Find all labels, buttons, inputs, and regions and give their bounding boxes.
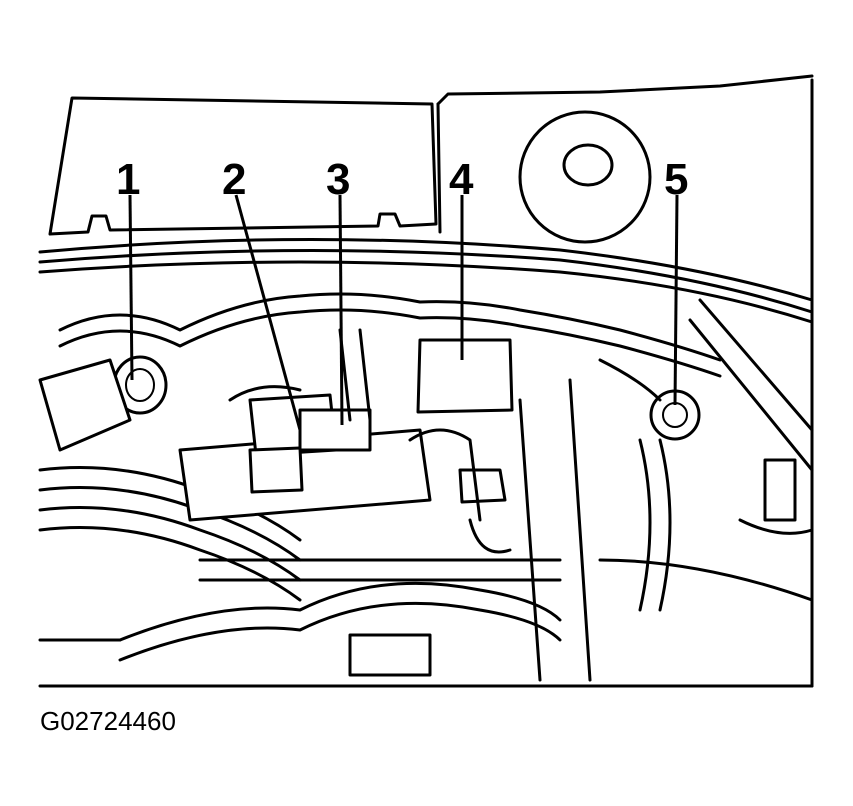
figure-id: G02724460: [40, 706, 176, 736]
callout-label-4: 4: [449, 155, 474, 204]
callout-label-1: 1: [116, 155, 140, 204]
callout-label-3: 3: [326, 155, 350, 204]
leader-lines: [128, 194, 679, 431]
port-fitting-shape: [598, 298, 814, 612]
leader-line-3: [338, 194, 344, 426]
leader-line-1: [128, 194, 134, 381]
callout-label-5: 5: [664, 155, 688, 204]
illustration-artwork: [38, 74, 814, 690]
manifold-shape: [178, 328, 432, 522]
leader-line-2: [234, 194, 302, 431]
valve-unit-shape: [408, 338, 514, 554]
leader-line-5: [673, 194, 679, 406]
callout-label-2: 2: [222, 155, 246, 204]
